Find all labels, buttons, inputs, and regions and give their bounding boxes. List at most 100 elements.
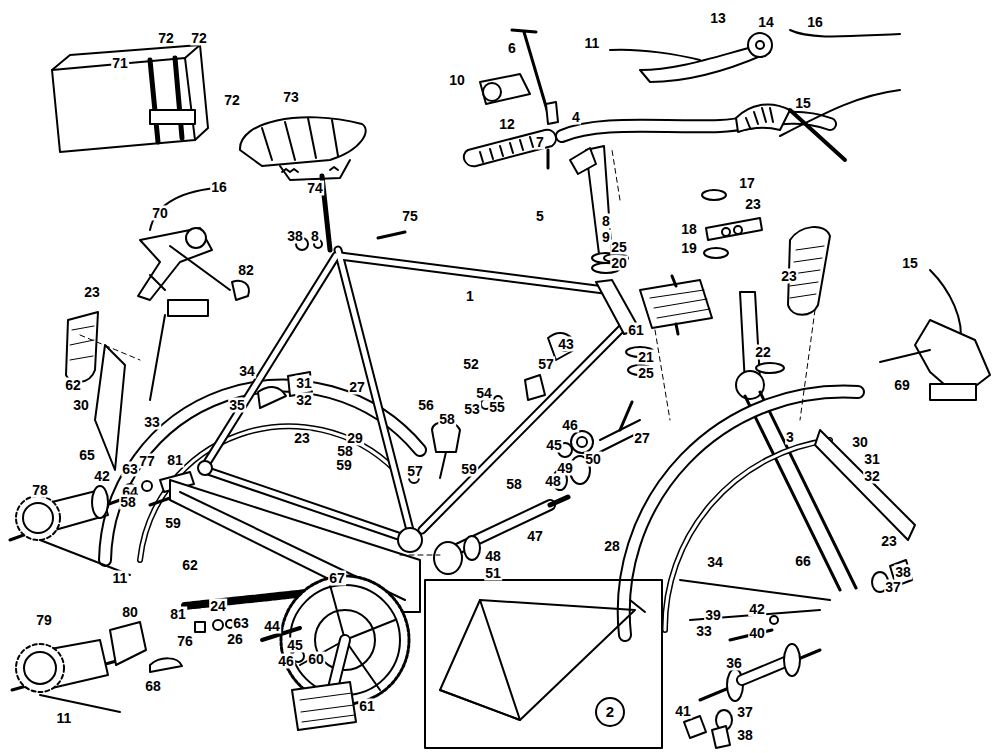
callout-number: 43 [557, 337, 575, 352]
callout-number: 37 [884, 580, 902, 595]
callout-number: 46 [561, 418, 579, 433]
callout-number: 45 [545, 438, 563, 453]
callout-number: 33 [695, 624, 713, 639]
callout-number: 70 [151, 206, 169, 221]
figure-number: 2 [606, 704, 614, 720]
callout-number: 23 [780, 269, 798, 284]
callout-number: 8 [310, 229, 320, 244]
callout-number: 61 [627, 323, 645, 338]
callout-number: 80 [121, 605, 139, 620]
callout-number: 74 [306, 181, 324, 196]
callout-number: 17 [738, 176, 756, 191]
callout-number: 35 [228, 398, 246, 413]
callout-number: 26 [226, 632, 244, 647]
callout-number: 16 [210, 180, 228, 195]
callout-number: 63 [232, 616, 250, 631]
callout-number: 34 [238, 364, 256, 379]
callout-number: 30 [851, 435, 869, 450]
callout-number: 36 [725, 656, 743, 671]
callout-number: 28 [603, 539, 621, 554]
callout-number: 31 [863, 452, 881, 467]
callout-number: 27 [633, 431, 651, 446]
callout-number: 68 [144, 679, 162, 694]
callout-number: 18 [680, 222, 698, 237]
callout-number: 62 [64, 378, 82, 393]
callout-number: 73 [282, 90, 300, 105]
callout-number: 10 [448, 73, 466, 88]
callout-number: 41 [674, 704, 692, 719]
callout-number: 59 [335, 458, 353, 473]
callout-number: 7 [535, 135, 545, 150]
callout-number: 23 [744, 197, 762, 212]
callout-number: 5 [535, 209, 545, 224]
callout-number: 32 [295, 393, 313, 408]
callout-number: 23 [83, 285, 101, 300]
callout-number: 57 [406, 464, 424, 479]
callout-number: 54 [475, 386, 493, 401]
callout-number: 11 [112, 571, 129, 586]
callout-number: 52 [462, 357, 480, 372]
callout-number: 71 [111, 56, 129, 71]
callout-number: 12 [498, 117, 516, 132]
callout-number: 72 [190, 31, 208, 46]
callout-number: 31 [295, 376, 313, 391]
callout-number: 27 [348, 380, 366, 395]
callout-number: 44 [263, 619, 281, 634]
callout-number: 34 [706, 555, 724, 570]
callout-number: 30 [72, 398, 90, 413]
callout-number: 38 [286, 229, 304, 244]
callout-number: 63 [121, 462, 139, 477]
callout-number: 25 [637, 366, 655, 381]
callout-number: 69 [893, 378, 911, 393]
callout-number: 3 [785, 430, 795, 445]
callout-number: 66 [794, 554, 812, 569]
callout-number: 58 [438, 412, 456, 427]
callout-number: 39 [704, 608, 722, 623]
callout-number: 61 [358, 699, 376, 714]
callout-number: 58 [119, 495, 137, 510]
callout-number: 59 [164, 516, 182, 531]
callout-number: 11 [56, 711, 73, 726]
callout-number: 55 [488, 400, 506, 415]
callout-number: 81 [166, 453, 184, 468]
callout-number: 47 [526, 529, 544, 544]
callout-number: 15 [901, 256, 919, 271]
callout-number: 23 [293, 431, 311, 446]
callout-number: 46 [277, 654, 295, 669]
callout-number: 81 [169, 607, 187, 622]
figure-circle: 2 [595, 697, 625, 727]
callout-number: 42 [748, 602, 766, 617]
callout-number: 45 [286, 638, 304, 653]
callout-number: 8 [601, 214, 611, 229]
callout-number: 13 [709, 11, 727, 26]
callout-number: 75 [401, 209, 419, 224]
callout-number: 21 [637, 350, 655, 365]
callout-number: 76 [176, 634, 194, 649]
callout-number: 57 [537, 357, 555, 372]
callout-number: 15 [794, 96, 812, 111]
callout-number: 23 [880, 534, 898, 549]
callout-number: 58 [505, 477, 523, 492]
callout-number: 11 [584, 36, 601, 51]
callout-number: 42 [93, 469, 111, 484]
callout-number: 1 [465, 289, 475, 304]
callout-number: 77 [138, 454, 156, 469]
callout-number: 79 [35, 613, 53, 628]
callout-number: 62 [181, 558, 199, 573]
callout-number: 6 [507, 41, 517, 56]
callout-number: 65 [78, 448, 96, 463]
callout-number: 22 [754, 345, 772, 360]
callout-number: 72 [157, 31, 175, 46]
callout-number: 4 [571, 110, 581, 125]
callout-number: 38 [894, 565, 912, 580]
callout-number: 53 [463, 402, 481, 417]
callout-number: 38 [736, 728, 754, 743]
callout-number: 20 [610, 256, 628, 271]
callout-number: 40 [748, 626, 766, 641]
callout-number: 50 [584, 452, 602, 467]
callout-number: 16 [806, 15, 824, 30]
callout-number: 32 [863, 469, 881, 484]
callout-number: 37 [736, 705, 754, 720]
callout-number: 58 [336, 444, 354, 459]
